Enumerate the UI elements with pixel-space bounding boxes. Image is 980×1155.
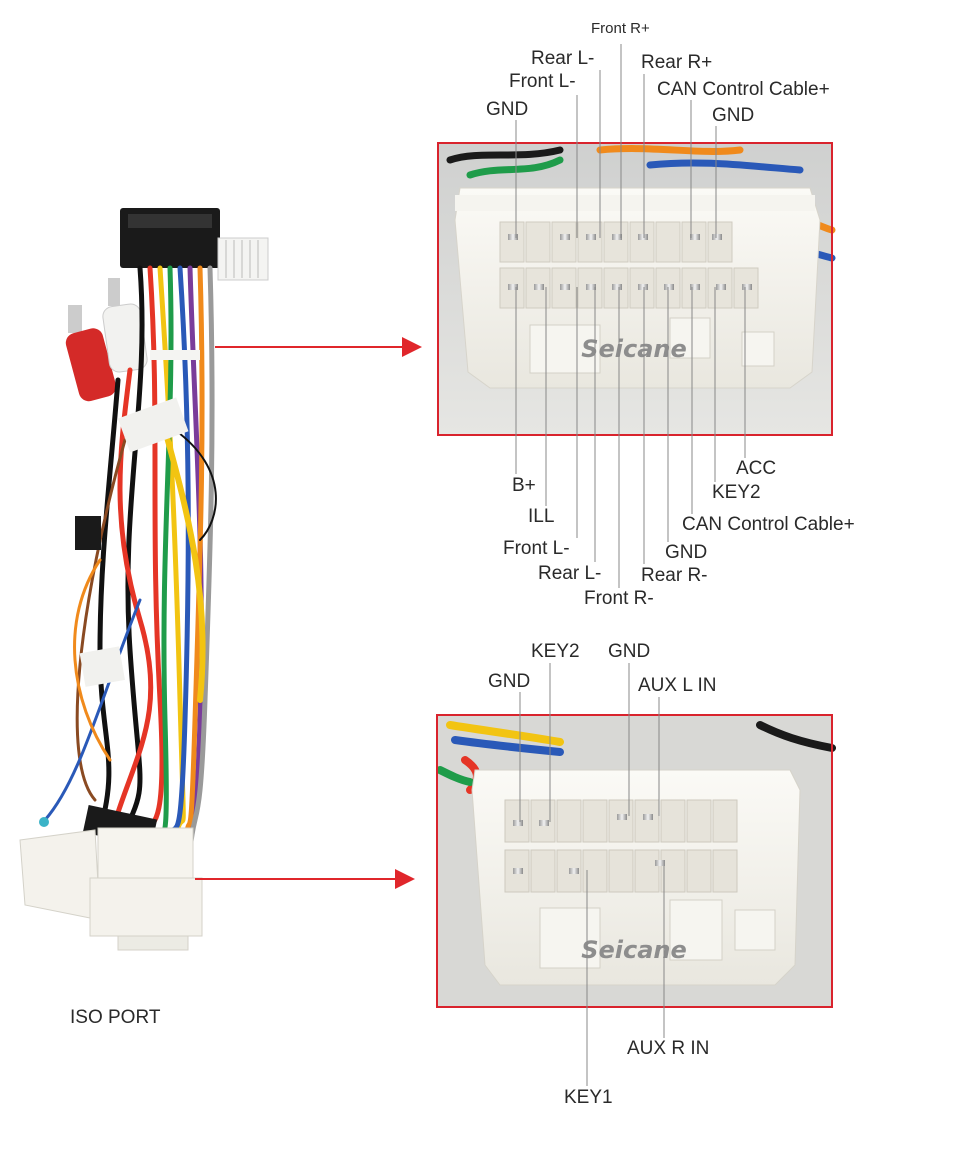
iso-white-connector-left xyxy=(19,829,101,921)
label-top-gnd-left: GND xyxy=(486,99,529,120)
rca-plug-red xyxy=(65,305,117,402)
label-top-rear-r-plus: Rear R+ xyxy=(641,52,713,73)
top-leader-lines xyxy=(515,44,717,238)
label-front-l-minus-below: Front L- xyxy=(503,538,570,559)
watermark-bottom: Seicane xyxy=(581,936,687,964)
wire-label-tag-2 xyxy=(79,646,125,687)
label-top-front-l-minus: Front L- xyxy=(509,71,576,92)
bottom-connector-frame xyxy=(436,714,833,1008)
label-top-rear-l-minus: Rear L- xyxy=(531,48,595,69)
label-key1: KEY1 xyxy=(564,1087,613,1108)
label-ill: ILL xyxy=(528,506,555,527)
label-gnd-bottom-right: GND xyxy=(608,641,651,662)
led-tip xyxy=(39,817,49,827)
label-b-plus: B+ xyxy=(512,475,536,496)
label-key2-top: KEY2 xyxy=(712,482,761,503)
label-can-plus-below: CAN Control Cable+ xyxy=(682,514,855,535)
label-front-r-minus-below: Front R- xyxy=(584,588,654,609)
label-aux-l-in: AUX L IN xyxy=(638,675,717,696)
top-leader-lines-below xyxy=(515,287,746,588)
label-acc: ACC xyxy=(736,458,777,479)
label-top-can-plus: CAN Control Cable+ xyxy=(657,79,830,100)
wiring-harness-photo xyxy=(19,208,269,951)
label-gnd-bottom-left: GND xyxy=(488,671,531,692)
iso-port-caption: ISO PORT xyxy=(70,1007,161,1028)
label-rear-l-minus-below: Rear L- xyxy=(538,563,602,584)
iso-white-connector-main xyxy=(89,827,203,951)
top-connector-photo: Seicane xyxy=(437,142,836,436)
label-key2-bottom: KEY2 xyxy=(531,641,580,662)
label-rear-r-minus-below: Rear R- xyxy=(641,565,708,586)
top-connector-frame xyxy=(437,142,833,436)
label-top-front-r-plus: Front R+ xyxy=(591,20,650,37)
label-gnd-below: GND xyxy=(665,542,708,563)
watermark-top: Seicane xyxy=(581,335,687,363)
cable-tie-label xyxy=(150,350,200,360)
small-black-connector xyxy=(75,516,101,550)
label-top-gnd-right: GND xyxy=(712,105,755,126)
wire-label-tag xyxy=(117,397,189,453)
label-aux-r-in: AUX R IN xyxy=(627,1038,710,1059)
bottom-connector-photo: Seicane xyxy=(436,714,836,1008)
bottom-leader-lines xyxy=(519,663,665,1086)
